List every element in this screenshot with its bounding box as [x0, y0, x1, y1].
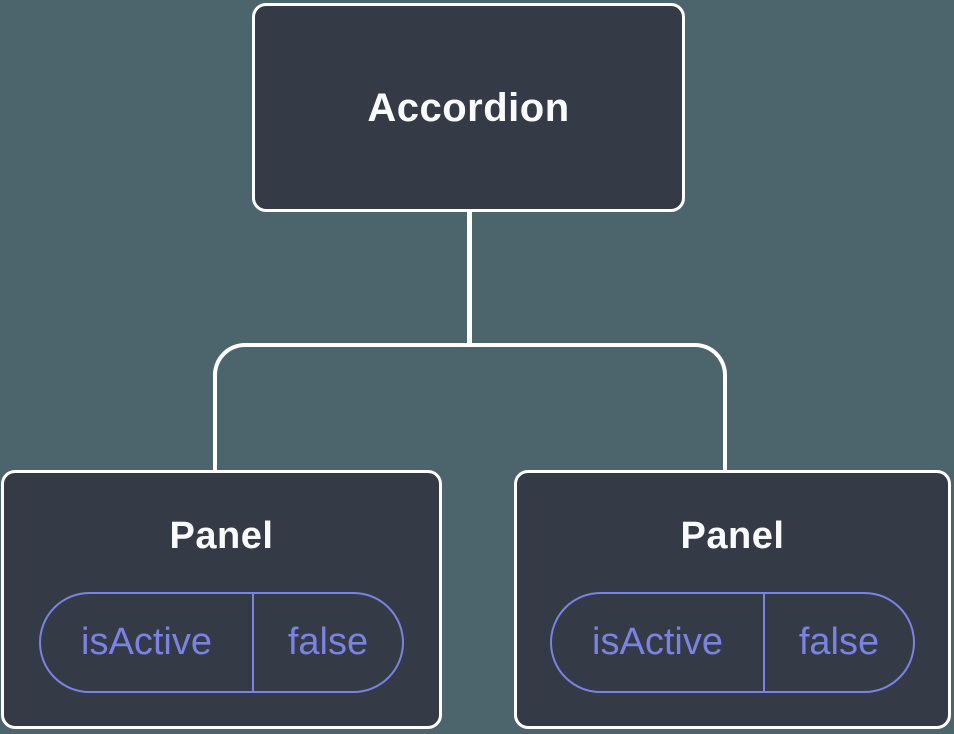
prop-value-left: false [287, 621, 369, 663]
node-label-panel-right: Panel [680, 515, 785, 557]
tree-node-accordion: Accordion [252, 3, 685, 212]
prop-value-right: false [798, 621, 880, 663]
prop-pill-right: isActive false [550, 592, 915, 693]
tree-node-panel-left: Panel isActive false [1, 470, 442, 729]
node-label-accordion: Accordion [367, 85, 570, 130]
tree-node-panel-right: Panel isActive false [514, 470, 951, 729]
connector-stem [467, 210, 472, 347]
node-label-panel-left: Panel [169, 515, 274, 557]
prop-name-right: isActive [552, 594, 765, 691]
connector-branch [213, 343, 727, 471]
prop-name-left: isActive [41, 594, 254, 691]
prop-pill-left: isActive false [39, 592, 404, 693]
